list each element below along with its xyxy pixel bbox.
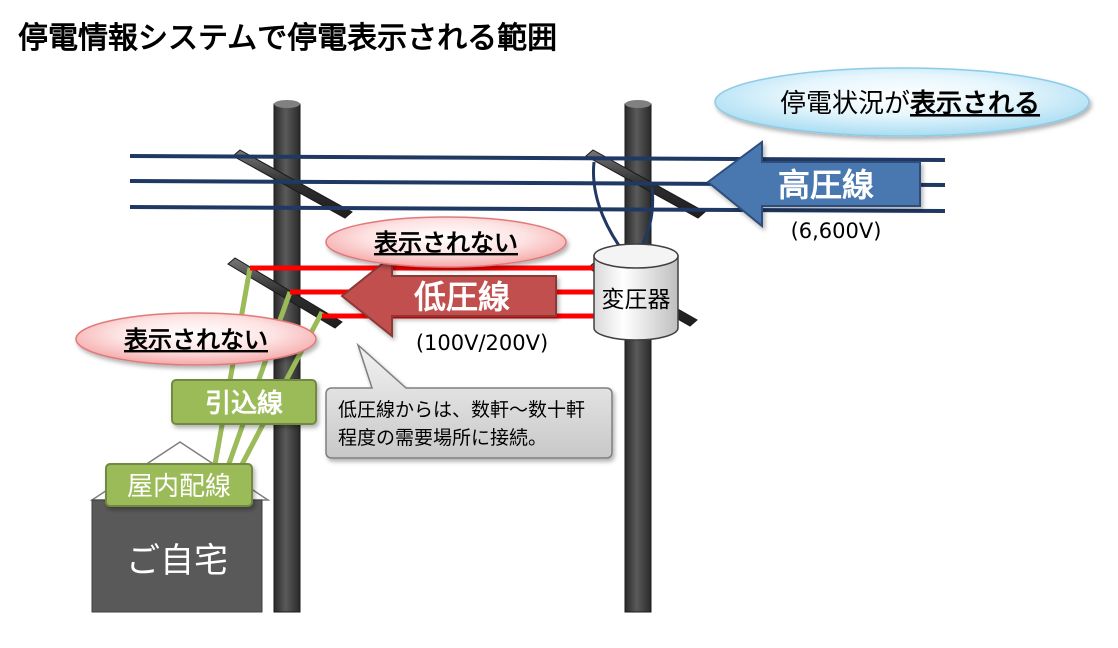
note-line-2: 程度の需要場所に接続。 [338, 427, 547, 449]
not-shown-label-service-line: 表示されない [124, 326, 268, 354]
not-shown-label-low-voltage: 表示されない [374, 229, 518, 257]
service-line-label: 引込線 [205, 388, 283, 419]
outage-status-bubble: 停電状況が表示される [714, 67, 1090, 137]
not-shown-bubble-service-line: 表示されない [75, 312, 317, 366]
high-voltage-value: (6,600V) [791, 219, 882, 243]
high-voltage-label: 高圧線 [778, 166, 874, 204]
low-voltage-arrow: 低圧線 [340, 253, 557, 339]
page-title: 停電情報システムで停電表示される範囲 [18, 21, 557, 56]
low-voltage-value: (100V/200V) [416, 331, 548, 355]
outage-status-emphasis: 表示される [910, 89, 1040, 119]
service-drop-lines [211, 267, 325, 474]
note-line-1: 低圧線からは、数軒～数十軒 [338, 399, 585, 421]
indoor-wiring-box: 屋内配線 [105, 463, 253, 507]
transformer: 変圧器 [593, 243, 679, 341]
low-voltage-label: 低圧線 [414, 278, 510, 316]
not-shown-bubble-low-voltage: 表示されない [325, 216, 567, 268]
indoor-wiring-label: 屋内配線 [127, 472, 231, 502]
cross-arm-left-lower [227, 257, 343, 329]
note-callout: 低圧線からは、数軒～数十軒 程度の需要場所に接続。 [325, 342, 613, 459]
outage-status-text: 停電状況が表示される [780, 89, 1040, 119]
transformer-label: 変圧器 [602, 287, 671, 313]
service-line-box: 引込線 [171, 379, 317, 425]
high-voltage-arrow: 高圧線 [706, 140, 921, 229]
home-label: ご自宅 [126, 541, 228, 581]
cross-arm-left-upper [232, 149, 353, 219]
outage-status-prefix: 停電状況が [780, 89, 910, 119]
